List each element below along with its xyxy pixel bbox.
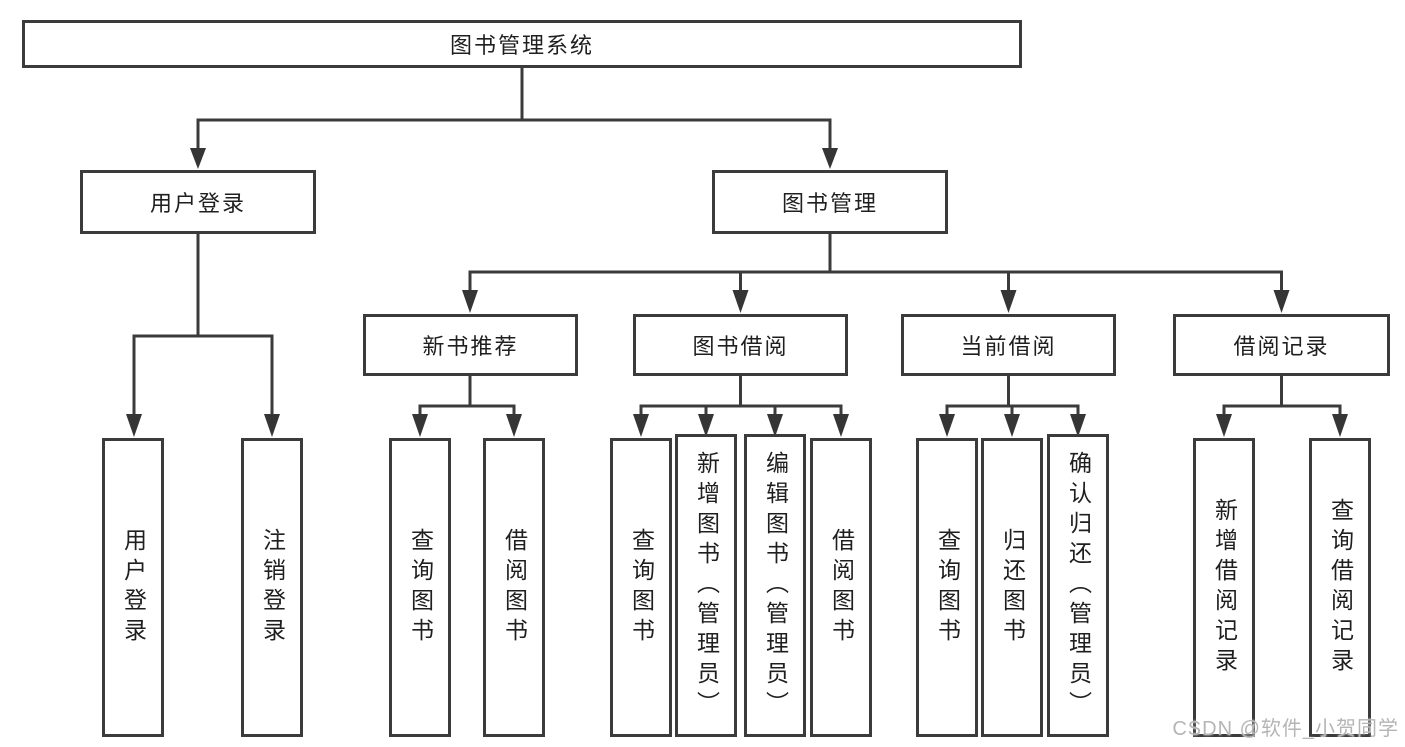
leaf-borrowing-borrow-label: 借阅图书	[828, 527, 855, 648]
connector-bookmgmt-to-level3	[462, 234, 1290, 313]
node-user-login: 用户登录	[80, 170, 316, 234]
node-current-borrowing: 当前借阅	[901, 314, 1116, 376]
node-borrow-records: 借阅记录	[1173, 314, 1390, 376]
connector-borrowing-to-leaves	[633, 376, 849, 437]
leaf-newbooks-search-label: 查询图书	[407, 527, 434, 648]
leaf-current-confirm-return-label: 确认归还（管理员）	[1065, 450, 1092, 721]
leaf-logout-label: 注销登录	[259, 527, 286, 648]
leaf-current-confirm-return: 确认归还（管理员）	[1047, 434, 1109, 737]
leaf-current-return: 归还图书	[981, 438, 1043, 737]
leaf-records-add: 新增借阅记录	[1193, 438, 1255, 737]
node-book-management-label: 图书管理	[781, 191, 878, 216]
node-current-borrowing-label: 当前借阅	[960, 334, 1057, 359]
leaf-borrowing-edit-label: 编辑图书（管理员）	[762, 450, 789, 721]
leaf-user-login-label: 用户登录	[120, 527, 147, 648]
csdn-watermark: CSDN @软件_小贺同学	[1172, 718, 1399, 740]
node-user-login-label: 用户登录	[149, 191, 246, 216]
leaf-records-search: 查询借阅记录	[1309, 438, 1371, 737]
leaf-current-search: 查询图书	[916, 438, 978, 737]
leaf-borrowing-search-label: 查询图书	[628, 527, 655, 648]
node-book-borrowing-label: 图书借阅	[692, 334, 789, 359]
node-new-book-recommend: 新书推荐	[363, 314, 578, 376]
leaf-newbooks-search: 查询图书	[389, 438, 451, 737]
leaf-user-login: 用户登录	[102, 438, 164, 737]
leaf-borrowing-add: 新增图书（管理员）	[675, 434, 737, 737]
connector-userlogin-to-leaves	[126, 234, 280, 437]
leaf-records-add-label: 新增借阅记录	[1211, 497, 1238, 678]
node-book-borrowing: 图书借阅	[633, 314, 848, 376]
leaf-newbooks-borrow: 借阅图书	[483, 438, 545, 737]
leaf-current-return-label: 归还图书	[999, 527, 1026, 648]
leaf-borrowing-borrow: 借阅图书	[810, 438, 872, 737]
node-borrow-records-label: 借阅记录	[1233, 334, 1330, 359]
leaf-newbooks-borrow-label: 借阅图书	[501, 527, 528, 648]
node-book-management: 图书管理	[712, 170, 948, 234]
connector-records-to-leaves	[1216, 376, 1348, 437]
leaf-logout: 注销登录	[241, 438, 303, 737]
node-root-label: 图书管理系统	[449, 33, 594, 58]
connector-current-to-leaves	[939, 376, 1086, 437]
leaf-borrowing-edit: 编辑图书（管理员）	[744, 434, 806, 737]
leaf-current-search-label: 查询图书	[934, 527, 961, 648]
leaf-borrowing-search: 查询图书	[610, 438, 672, 737]
connector-newbooks-to-leaves	[412, 376, 522, 437]
leaf-records-search-label: 查询借阅记录	[1327, 497, 1354, 678]
leaf-borrowing-add-label: 新增图书（管理员）	[693, 450, 720, 721]
connector-root-to-level2	[190, 66, 838, 169]
node-root: 图书管理系统	[22, 20, 1022, 68]
node-new-book-recommend-label: 新书推荐	[422, 334, 519, 359]
